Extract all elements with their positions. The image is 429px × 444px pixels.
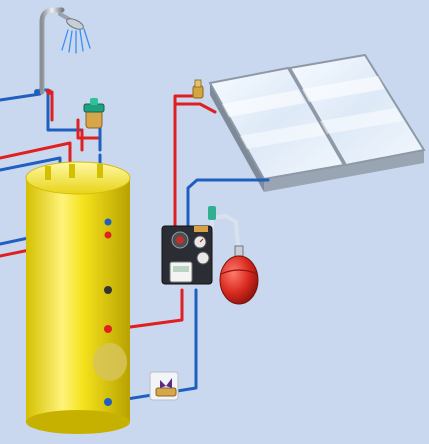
expansion-vessel: [219, 245, 259, 305]
hot-pipe-collector-flow: [166, 94, 199, 234]
cold-pipe-to-mixer: [38, 88, 84, 132]
collector-frame-edge: [264, 150, 424, 192]
cold-pipe-from-coil: [106, 288, 198, 404]
solar-collector: [208, 53, 426, 192]
hot-pipe-mixer-left: [76, 118, 102, 140]
tank-body: [26, 178, 130, 422]
hot-pipe-house-upper: [0, 141, 72, 172]
thermometer-gauge: [196, 251, 210, 265]
tank-bottom: [26, 410, 130, 434]
shower-head: [66, 18, 84, 30]
safety-valve: [208, 206, 216, 220]
shower-cold-tap: [34, 89, 40, 95]
hot-pipe-to-coil: [106, 288, 184, 332]
hot-pipe-collector-header: [173, 102, 217, 114]
tank-top: [25, 161, 131, 195]
tank-inspection-flange: [93, 343, 127, 381]
thermostatic-mixing-valve: [83, 98, 105, 129]
drain-fill-valve: [149, 371, 179, 401]
cold-pipe-shower-left: [0, 92, 42, 102]
shower-hot-tap: [46, 89, 52, 95]
expansion-vessel-body: [219, 255, 259, 305]
tank-port-upper-cold: [104, 218, 112, 226]
shower-water: [61, 28, 91, 54]
cold-pipe-collector-return: [186, 178, 270, 242]
shower-riser: [39, 7, 65, 95]
hot-water-storage-tank: [25, 161, 131, 434]
tank-port-coil-return: [104, 398, 112, 406]
tank-sensor-port: [104, 286, 112, 294]
tank-port-coil-flow: [104, 325, 112, 333]
pump-station: [161, 206, 216, 285]
mixing-valve-cap: [83, 103, 105, 113]
collector-frame-side: [210, 83, 264, 192]
air-vent: [192, 79, 204, 99]
tank-port-upper-hot: [104, 231, 112, 239]
expansion-hose: [210, 214, 240, 248]
shower: [34, 7, 91, 95]
